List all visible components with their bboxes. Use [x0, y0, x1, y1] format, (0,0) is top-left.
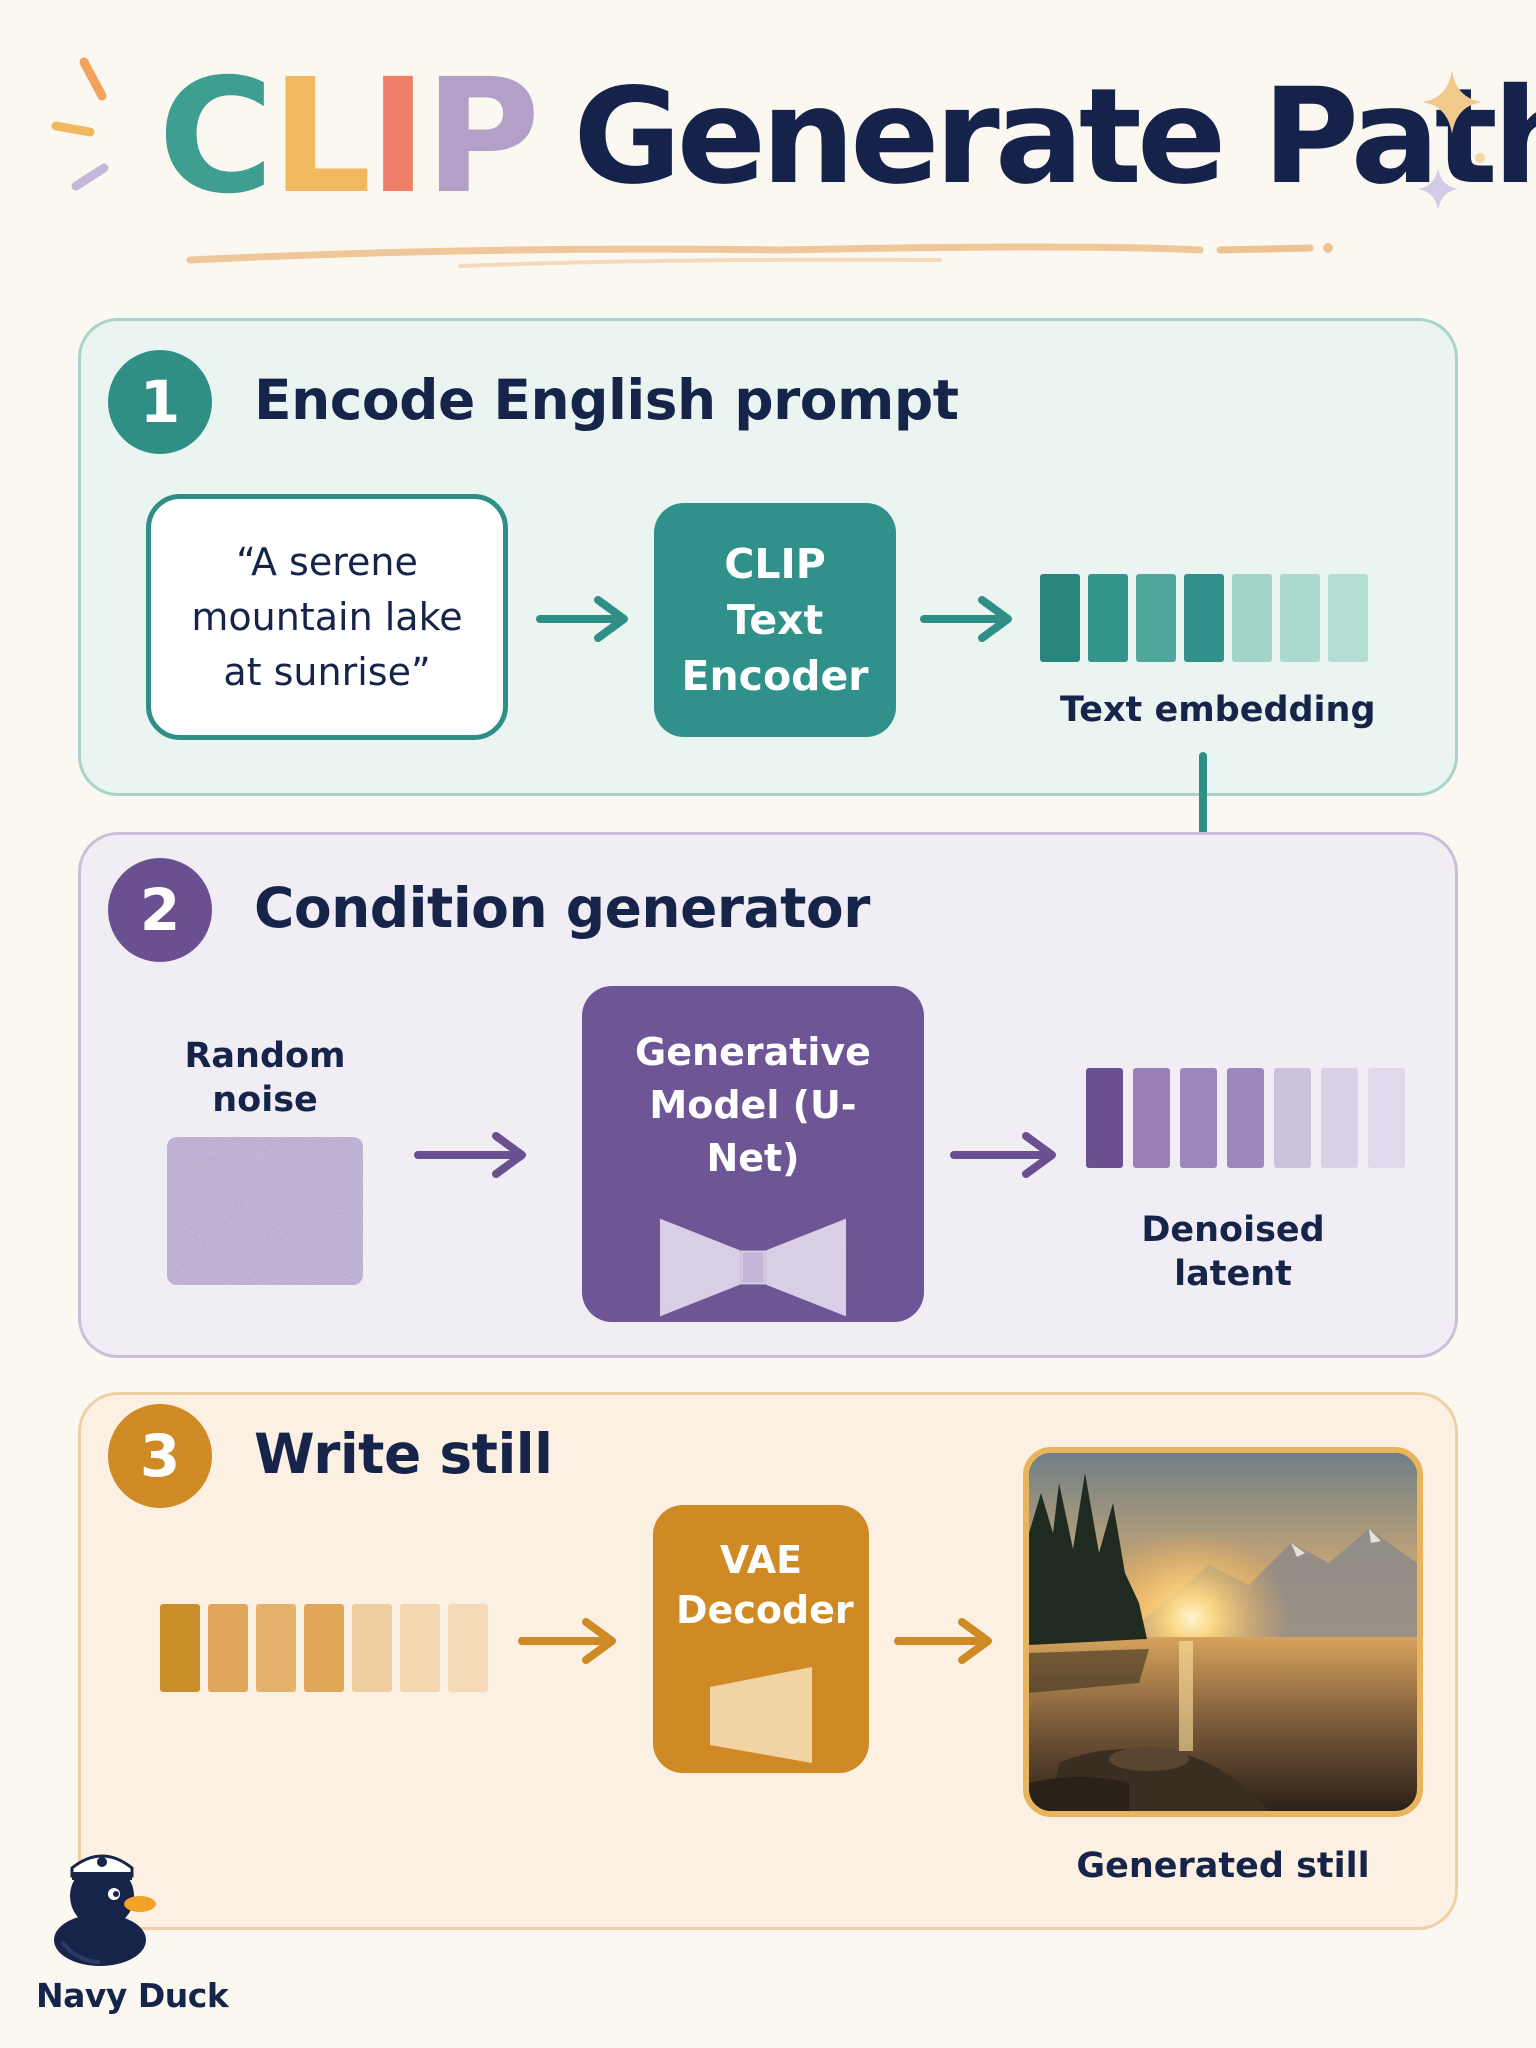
denoised-latent-label: Denoised latent — [1141, 1210, 1325, 1294]
latent-bar — [1086, 1068, 1123, 1168]
clip-text-encoder-label: CLIP Text Encoder — [681, 540, 869, 700]
latent-bar — [1133, 1068, 1170, 1168]
sparkle-lines-icon — [51, 57, 109, 191]
step-badge-2: 2 — [108, 858, 212, 962]
title-letter-l: L — [270, 45, 372, 229]
prompt-text: “A serene mountain lake at sunrise” — [191, 539, 463, 694]
decoder-input-bar — [304, 1604, 344, 1692]
navy-duck-logo-icon — [54, 1854, 156, 1966]
sparkle-stars-icon — [1418, 70, 1485, 210]
title-rest: Generate Path — [573, 60, 1536, 214]
random-noise-label: Random noise — [184, 1036, 346, 1120]
generative-model-box: Generative Model (U-Net) — [582, 986, 924, 1322]
prompt-box: “A serene mountain lake at sunrise” — [146, 494, 508, 740]
latent-bar — [1274, 1068, 1311, 1168]
title-letter-p: P — [424, 45, 540, 229]
decoder-trapezoid-icon — [710, 1667, 812, 1763]
latent-bar — [1321, 1068, 1358, 1168]
brand-name: Navy Duck — [36, 1976, 229, 2015]
arrow-right-icon — [536, 596, 628, 642]
generated-still-image — [1023, 1447, 1423, 1817]
random-noise-image — [167, 1137, 363, 1285]
generated-still-label: Generated still — [1076, 1846, 1370, 1886]
step-badge-3: 3 — [108, 1404, 212, 1508]
decoder-input-bar — [160, 1604, 200, 1692]
decoder-input-bar — [208, 1604, 248, 1692]
decoder-input-bar — [448, 1604, 488, 1692]
arrow-right-icon — [414, 1132, 526, 1178]
embedding-bar — [1280, 574, 1320, 662]
section-1-heading: Encode English prompt — [254, 368, 959, 432]
title-letter-c: C — [158, 45, 274, 229]
arrow-right-icon — [920, 596, 1012, 642]
text-embedding-label: Text embedding — [1060, 690, 1376, 730]
clip-text-encoder-box: CLIP Text Encoder — [654, 503, 896, 737]
embedding-bar — [1088, 574, 1128, 662]
vae-decoder-box: VAE Decoder — [653, 1505, 869, 1773]
section-2-heading: Condition generator — [254, 876, 870, 940]
embedding-bar — [1328, 574, 1368, 662]
embedding-bar — [1232, 574, 1272, 662]
latent-bar — [1227, 1068, 1264, 1168]
generative-model-label: Generative Model (U-Net) — [635, 1030, 871, 1180]
arrow-right-icon — [518, 1618, 616, 1664]
decoder-input-bar — [256, 1604, 296, 1692]
arrow-right-icon — [950, 1132, 1056, 1178]
unet-icon — [659, 1218, 847, 1317]
step-badge-1: 1 — [108, 350, 212, 454]
decoder-input-bar — [352, 1604, 392, 1692]
title-underline — [186, 243, 1333, 268]
section-3-heading: Write still — [254, 1422, 553, 1486]
latent-bar — [1180, 1068, 1217, 1168]
decoder-input-bar — [400, 1604, 440, 1692]
latent-bar — [1368, 1068, 1405, 1168]
embedding-bar — [1136, 574, 1176, 662]
title-letter-i: I — [368, 45, 428, 229]
arrow-right-icon — [894, 1618, 992, 1664]
embedding-bar — [1040, 574, 1080, 662]
page-title: C L I P Generate Path — [158, 52, 1536, 222]
embedding-bar — [1184, 574, 1224, 662]
vae-decoder-label: VAE Decoder — [676, 1538, 854, 1632]
